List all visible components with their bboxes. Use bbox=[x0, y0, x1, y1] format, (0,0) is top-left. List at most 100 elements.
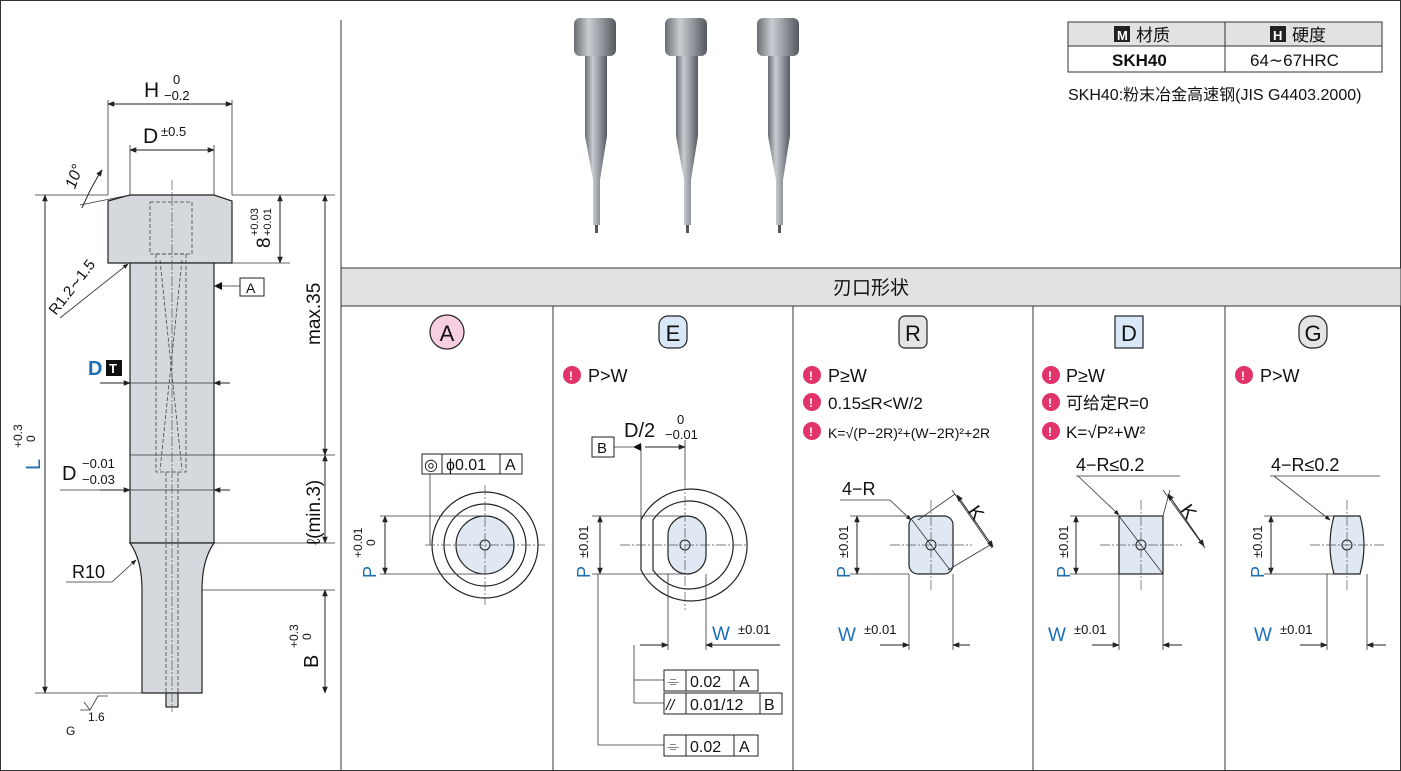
shape-g-p-tol: ±0.01 bbox=[1250, 526, 1265, 558]
shape-e-d2-tol-lower: −0.01 bbox=[665, 427, 698, 442]
conditions-r: ! P≥W ! 0.15≤R<W/2 ! K=√(P−2R)²+(W−2R)²+… bbox=[803, 366, 990, 441]
shape-e-sym2-datum: A bbox=[739, 739, 750, 756]
shape-a-conc-symbol: ◎ bbox=[424, 457, 438, 474]
shape-e-datum: B bbox=[597, 440, 607, 457]
condition-d-1: P≥W bbox=[1066, 366, 1105, 386]
shape-badge-e[interactable]: E bbox=[658, 315, 688, 349]
spec-material-badge: M bbox=[1117, 28, 1128, 43]
shape-r-p-tol: ±0.01 bbox=[836, 526, 851, 558]
dim-l-min: ℓ(min.3) bbox=[304, 480, 325, 545]
shape-badge-g[interactable]: G bbox=[1298, 315, 1328, 349]
pin-photo bbox=[574, 18, 616, 233]
shape-e-sym1-datum: A bbox=[739, 674, 750, 691]
shape-badge-r[interactable]: R bbox=[898, 315, 928, 349]
shape-a-drawing: P +0.01 0 ◎ ϕ0.01 A bbox=[351, 453, 545, 605]
shape-a-conc-datum: A bbox=[505, 457, 516, 474]
shape-a-p-tol-lower: 0 bbox=[364, 539, 378, 546]
shape-badge-a[interactable]: A bbox=[429, 314, 465, 350]
dim-d-tol: ±0.5 bbox=[161, 124, 186, 139]
punch-drawing: H 0 −0.2 D ±0.5 10° R1.2∼1.5 8 +0.03 +0.… bbox=[11, 72, 335, 738]
dim-h-tol-upper: 0 bbox=[173, 72, 180, 87]
shape-d-p: P bbox=[1054, 566, 1074, 578]
shape-e-par-sym: // bbox=[665, 697, 676, 714]
shape-e-par-datum: B bbox=[764, 697, 775, 714]
svg-text:!: ! bbox=[1048, 369, 1052, 383]
shape-e-par-val: 0.01/12 bbox=[690, 697, 743, 714]
svg-text:!: ! bbox=[1241, 369, 1245, 383]
dim-d-shank-tol-lower: −0.03 bbox=[82, 472, 115, 487]
shapes-header: 刃口形状 bbox=[833, 277, 909, 299]
condition-d-2: 可给定R=0 bbox=[1066, 394, 1149, 413]
shape-d-w: W bbox=[1048, 625, 1066, 646]
shape-e-w-tol: ±0.01 bbox=[738, 622, 770, 637]
shape-e-sym2-val: 0.02 bbox=[690, 739, 721, 756]
shape-d-w-tol: ±0.01 bbox=[1074, 622, 1106, 637]
dim-head-fillet: R1.2∼1.5 bbox=[46, 257, 99, 319]
shape-letter-e: E bbox=[666, 321, 681, 346]
shape-badge-d[interactable]: D bbox=[1114, 315, 1144, 349]
shape-g-w: W bbox=[1254, 625, 1272, 646]
shape-r-p: P bbox=[834, 566, 854, 578]
shape-e-p-tol: ±0.01 bbox=[576, 526, 591, 558]
shape-e-sym1: ⌯ bbox=[667, 673, 679, 690]
shape-e-w: W bbox=[712, 624, 730, 645]
spec-hardness-header: 硬度 bbox=[1292, 26, 1326, 45]
svg-text:!: ! bbox=[809, 369, 813, 383]
pin-photo bbox=[665, 18, 707, 233]
shape-letter-g: G bbox=[1304, 321, 1321, 346]
dim-b-tol-lower: 0 bbox=[300, 633, 314, 640]
spec-hardness-badge: H bbox=[1273, 28, 1282, 43]
shape-r-w: W bbox=[838, 625, 856, 646]
shapes-header-bar bbox=[340, 267, 1401, 307]
dim-b-label: B bbox=[301, 655, 323, 668]
spec-material-header: 材质 bbox=[1136, 26, 1170, 45]
shape-badge-r-bg bbox=[898, 315, 928, 349]
condition-r-3: K=√(P−2R)²+(W−2R)²+2R bbox=[828, 425, 990, 441]
shape-e-p: P bbox=[574, 566, 594, 578]
shape-r-r: 4−R bbox=[842, 479, 876, 499]
shape-e-sym1-val: 0.02 bbox=[690, 674, 721, 691]
dim-dt-badge: T bbox=[109, 361, 117, 376]
product-photos bbox=[574, 18, 799, 233]
shape-g-w-tol: ±0.01 bbox=[1280, 622, 1312, 637]
shape-badge-g-bg bbox=[1298, 315, 1328, 349]
condition-r-1: P≥W bbox=[828, 366, 867, 386]
shape-r-w-tol: ±0.01 bbox=[864, 622, 896, 637]
dim-head-tol-lower: +0.01 bbox=[262, 208, 274, 236]
shape-a-conc-value: ϕ0.01 bbox=[446, 457, 486, 474]
dim-dt-label: D bbox=[88, 358, 102, 380]
dim-d-shank-tol-upper: −0.01 bbox=[82, 456, 115, 471]
dim-h-label: H bbox=[144, 79, 159, 102]
shape-e-sym2: ⌯ bbox=[667, 738, 679, 755]
roughness-value: 1.6 bbox=[88, 710, 105, 724]
shape-a-p: P bbox=[360, 566, 380, 578]
spec-table: M 材质 H 硬度 SKH40 64∼67HRC SKH40:粉末冶金高速钢(J… bbox=[1067, 21, 1383, 104]
dim-h-tol-lower: −0.2 bbox=[164, 88, 190, 103]
dim-angle: 10° bbox=[63, 162, 87, 191]
shape-g-r: 4−R≤0.2 bbox=[1271, 455, 1339, 475]
dim-max-length: max.35 bbox=[304, 283, 325, 345]
punch-head bbox=[107, 194, 233, 264]
svg-text:!: ! bbox=[1048, 396, 1052, 410]
spec-hardness-value: 64∼67HRC bbox=[1250, 51, 1339, 70]
conditions-d: ! P≥W ! 可给定R=0 ! K=√P²+W² bbox=[1042, 366, 1149, 442]
dim-b-tol-upper: +0.3 bbox=[287, 624, 301, 648]
condition-r-2: 0.15≤R<W/2 bbox=[828, 394, 923, 413]
shape-e-d2: D/2 bbox=[624, 420, 655, 442]
dim-l-tol-upper: +0.3 bbox=[11, 424, 25, 448]
svg-text:!: ! bbox=[809, 396, 813, 410]
condition-d-3: K=√P²+W² bbox=[1066, 423, 1146, 442]
dim-head-height: 8 bbox=[254, 237, 275, 248]
pin-photo bbox=[757, 18, 799, 233]
spec-material-value: SKH40 bbox=[1112, 51, 1167, 70]
dim-r10: R10 bbox=[72, 562, 105, 582]
dim-head-tol-upper: +0.03 bbox=[249, 208, 261, 236]
shape-r-drawing: K 4−R P ±0.01 W ±0.01 bbox=[834, 479, 994, 650]
roughness-g: G bbox=[66, 724, 75, 738]
shape-e-d2-tol-upper: 0 bbox=[677, 412, 684, 427]
conditions-g: ! P>W bbox=[1235, 366, 1300, 386]
shape-badge-a-bg bbox=[429, 314, 465, 350]
bore-hidden-line bbox=[155, 253, 187, 473]
shape-a-p-tol-upper: +0.01 bbox=[351, 527, 365, 558]
